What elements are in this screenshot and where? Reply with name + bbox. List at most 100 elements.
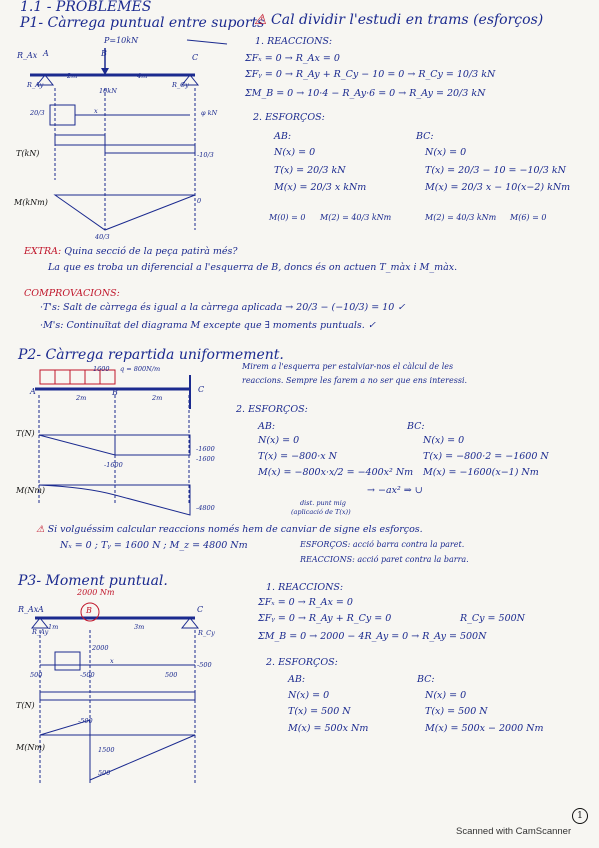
p1-ab-m: M(x) = 20/3 x kNm [274,182,367,193]
p2-efforts-title: 2. ESFORÇOS: [236,404,308,415]
p2-diagram [35,369,191,516]
p1-node-c: C [192,53,199,62]
p3-v4: -500 [197,661,212,669]
p2-ab-note-2: (aplicació de T(x)) [291,508,351,516]
p1-zero: 0 [197,197,202,205]
p3-m2: 1500 [98,746,115,754]
p1-t-neg: -10/3 [197,151,214,159]
p2-ab-m: M(x) = −800x·x/2 = −400x² Nm [258,467,414,478]
extra-question: EXTRA: Quina secció de la peça patirà mé… [24,246,238,257]
p3-bc-n: N(x) = 0 [425,690,467,701]
p1-reaction-3: ΣM_B = 0 → 10·4 − R_Ay·6 = 0 → R_Ay = 20… [245,88,486,99]
p1-title: P1- Càrrega puntual entre suports [20,15,265,31]
p3-bc-m: M(x) = 500x − 2000 Nm [425,723,544,734]
p2-ab-note-1: dist. punt mig [300,499,346,507]
p1-ab-m2: M(2) = 40/3 kNm [320,213,392,222]
p3-node-c: C [197,605,204,614]
comp-line-1: ·T's: Salt de càrrega és igual a la càrr… [40,302,406,313]
comp-line-2: ·M's: Continuïtat del diagrama M excepte… [40,320,376,331]
p1-bc-m: M(x) = 20/3 x − 10(x−2) kNm [425,182,571,193]
p3-m-val: 2000 [92,644,109,652]
p1-reaction-1: ΣFₓ = 0 → R_Ax = 0 [245,53,340,64]
p1-m-val: 40/3 [95,233,110,241]
p1-dist-2: 4m [137,72,148,80]
p3-reactions-title: 1. REACCIONS: [266,582,344,593]
p3-reaction-2: ΣFᵧ = 0 → R_Ay + R_Cy = 0 [258,613,392,624]
p3-m-axis-label: M(Nm) [16,743,46,752]
p1-load-label: P=10kN [104,36,139,45]
scanner-watermark: Scanned with CamScanner [456,826,572,837]
p3-rcy: R_Cy = 500N [460,613,525,624]
p1-ab-label: AB: [274,131,292,142]
p1-bc-m6: M(6) = 0 [510,213,547,222]
p3-v1: 500 [30,671,43,679]
p3-efforts-title: 2. ESFORÇOS: [266,657,338,668]
p3-rcy-label: R_Cy [198,629,215,637]
p3-rax-label: R_Ax [18,605,39,614]
p2-ab-n: N(x) = 0 [258,435,300,446]
p2-load-label: q = 800N/m [120,365,161,373]
p1-m-axis-label: M(kNm) [14,198,48,207]
comp-title: COMPROVACIONS: [24,288,120,299]
p1-t-axis-label: T(kN) [16,149,40,158]
p1-reactions-title: 1. REACCIONS: [255,36,333,47]
p1-node-b: B [101,49,107,58]
p2-ab-label: AB: [258,421,276,432]
p2-title: P2- Càrrega repartida uniformement. [18,347,284,363]
p2-dist-2: 2m [152,394,163,402]
p2-load-val: 1600 [93,365,110,373]
p1-ab-m0: M(0) = 0 [269,213,306,222]
p2-dist-1: 2m [76,394,87,402]
p1-force-label: 10kN [99,87,117,95]
p2-ab-shape: → −ax² ⇒ ∪ [367,485,423,496]
p3-v2: -500 [80,671,95,679]
p3-diagram [30,602,200,785]
p3-dist-2: 3m [134,623,145,631]
p1-cut-label: 20/3 [30,109,45,117]
p1-ray-label: R_Ay [27,81,44,89]
p1-q-label: φ kN [201,109,218,117]
p3-moment-label: 2000 Nm [77,588,115,597]
p1-x-label: x [94,107,98,115]
p2-note-b: Nₓ = 0 ; Tᵧ = 1600 N ; M_z = 4800 Nm [60,540,248,551]
p2-t1: -1600 [104,461,123,469]
p1-bc-m2: M(2) = 40/3 kNm [425,213,497,222]
p3-m1: -500 [78,717,93,725]
p3-reaction-1: ΣFₓ = 0 → R_Ax = 0 [258,597,353,608]
p3-title: P3- Moment puntual. [18,573,168,589]
extra-answer: La que es troba un diferencial a l'esque… [48,262,458,273]
p3-t-axis-label: T(N) [16,701,35,710]
p1-rcy-label: R_Cy [172,81,189,89]
p2-node-b: B [112,388,118,397]
p2-m2: -4800 [196,504,215,512]
p3-node-b: B [86,606,92,615]
p3-bc-label: BC: [417,674,435,685]
p2-t2: -1600 [196,445,215,453]
p2-ab-t: T(x) = −800·x N [258,451,337,462]
p2-brace-2: REACCIONS: acció paret contra la barra. [300,555,469,564]
p3-reaction-3: ΣM_B = 0 → 2000 − 4R_Ay = 0 → R_Ay = 500… [258,631,487,642]
p1-rax-label: R_Ax [17,51,38,60]
p3-m3: 500 [98,769,111,777]
p2-t-axis-label: T(N) [16,429,35,438]
p2-m1: -1600 [196,455,215,463]
p1-bc-t: T(x) = 20/3 − 10 = −10/3 kN [425,165,566,176]
p2-node-a: A [30,387,36,396]
p2-m-axis-label: M(Nm) [16,486,46,495]
p1-node-a: A [43,49,49,58]
p2-note-a: ⚠ Si volguéssim calcular reaccions només… [36,524,423,535]
p2-bc-label: BC: [407,421,425,432]
warning-icon: ⚠ [36,524,45,535]
p3-ab-m: M(x) = 500x Nm [288,723,369,734]
p3-ab-t: T(x) = 500 N [288,706,351,717]
p3-v3: 500 [165,671,178,679]
p1-note: ⚠ Cal dividir l'estudi en trams (esforço… [254,12,544,28]
p3-bc-t: T(x) = 500 N [425,706,488,717]
page-header: 1.1 - PROBLEMES [20,0,152,15]
p1-ab-n: N(x) = 0 [274,147,316,158]
p2-bc-m: M(x) = −1600(x−1) Nm [423,467,539,478]
p2-bc-n: N(x) = 0 [423,435,465,446]
p1-efforts-title: 2. ESFORÇOS: [253,112,325,123]
p1-reaction-2: ΣFᵧ = 0 → R_Ay + R_Cy − 10 = 0 → R_Cy = … [245,69,496,80]
